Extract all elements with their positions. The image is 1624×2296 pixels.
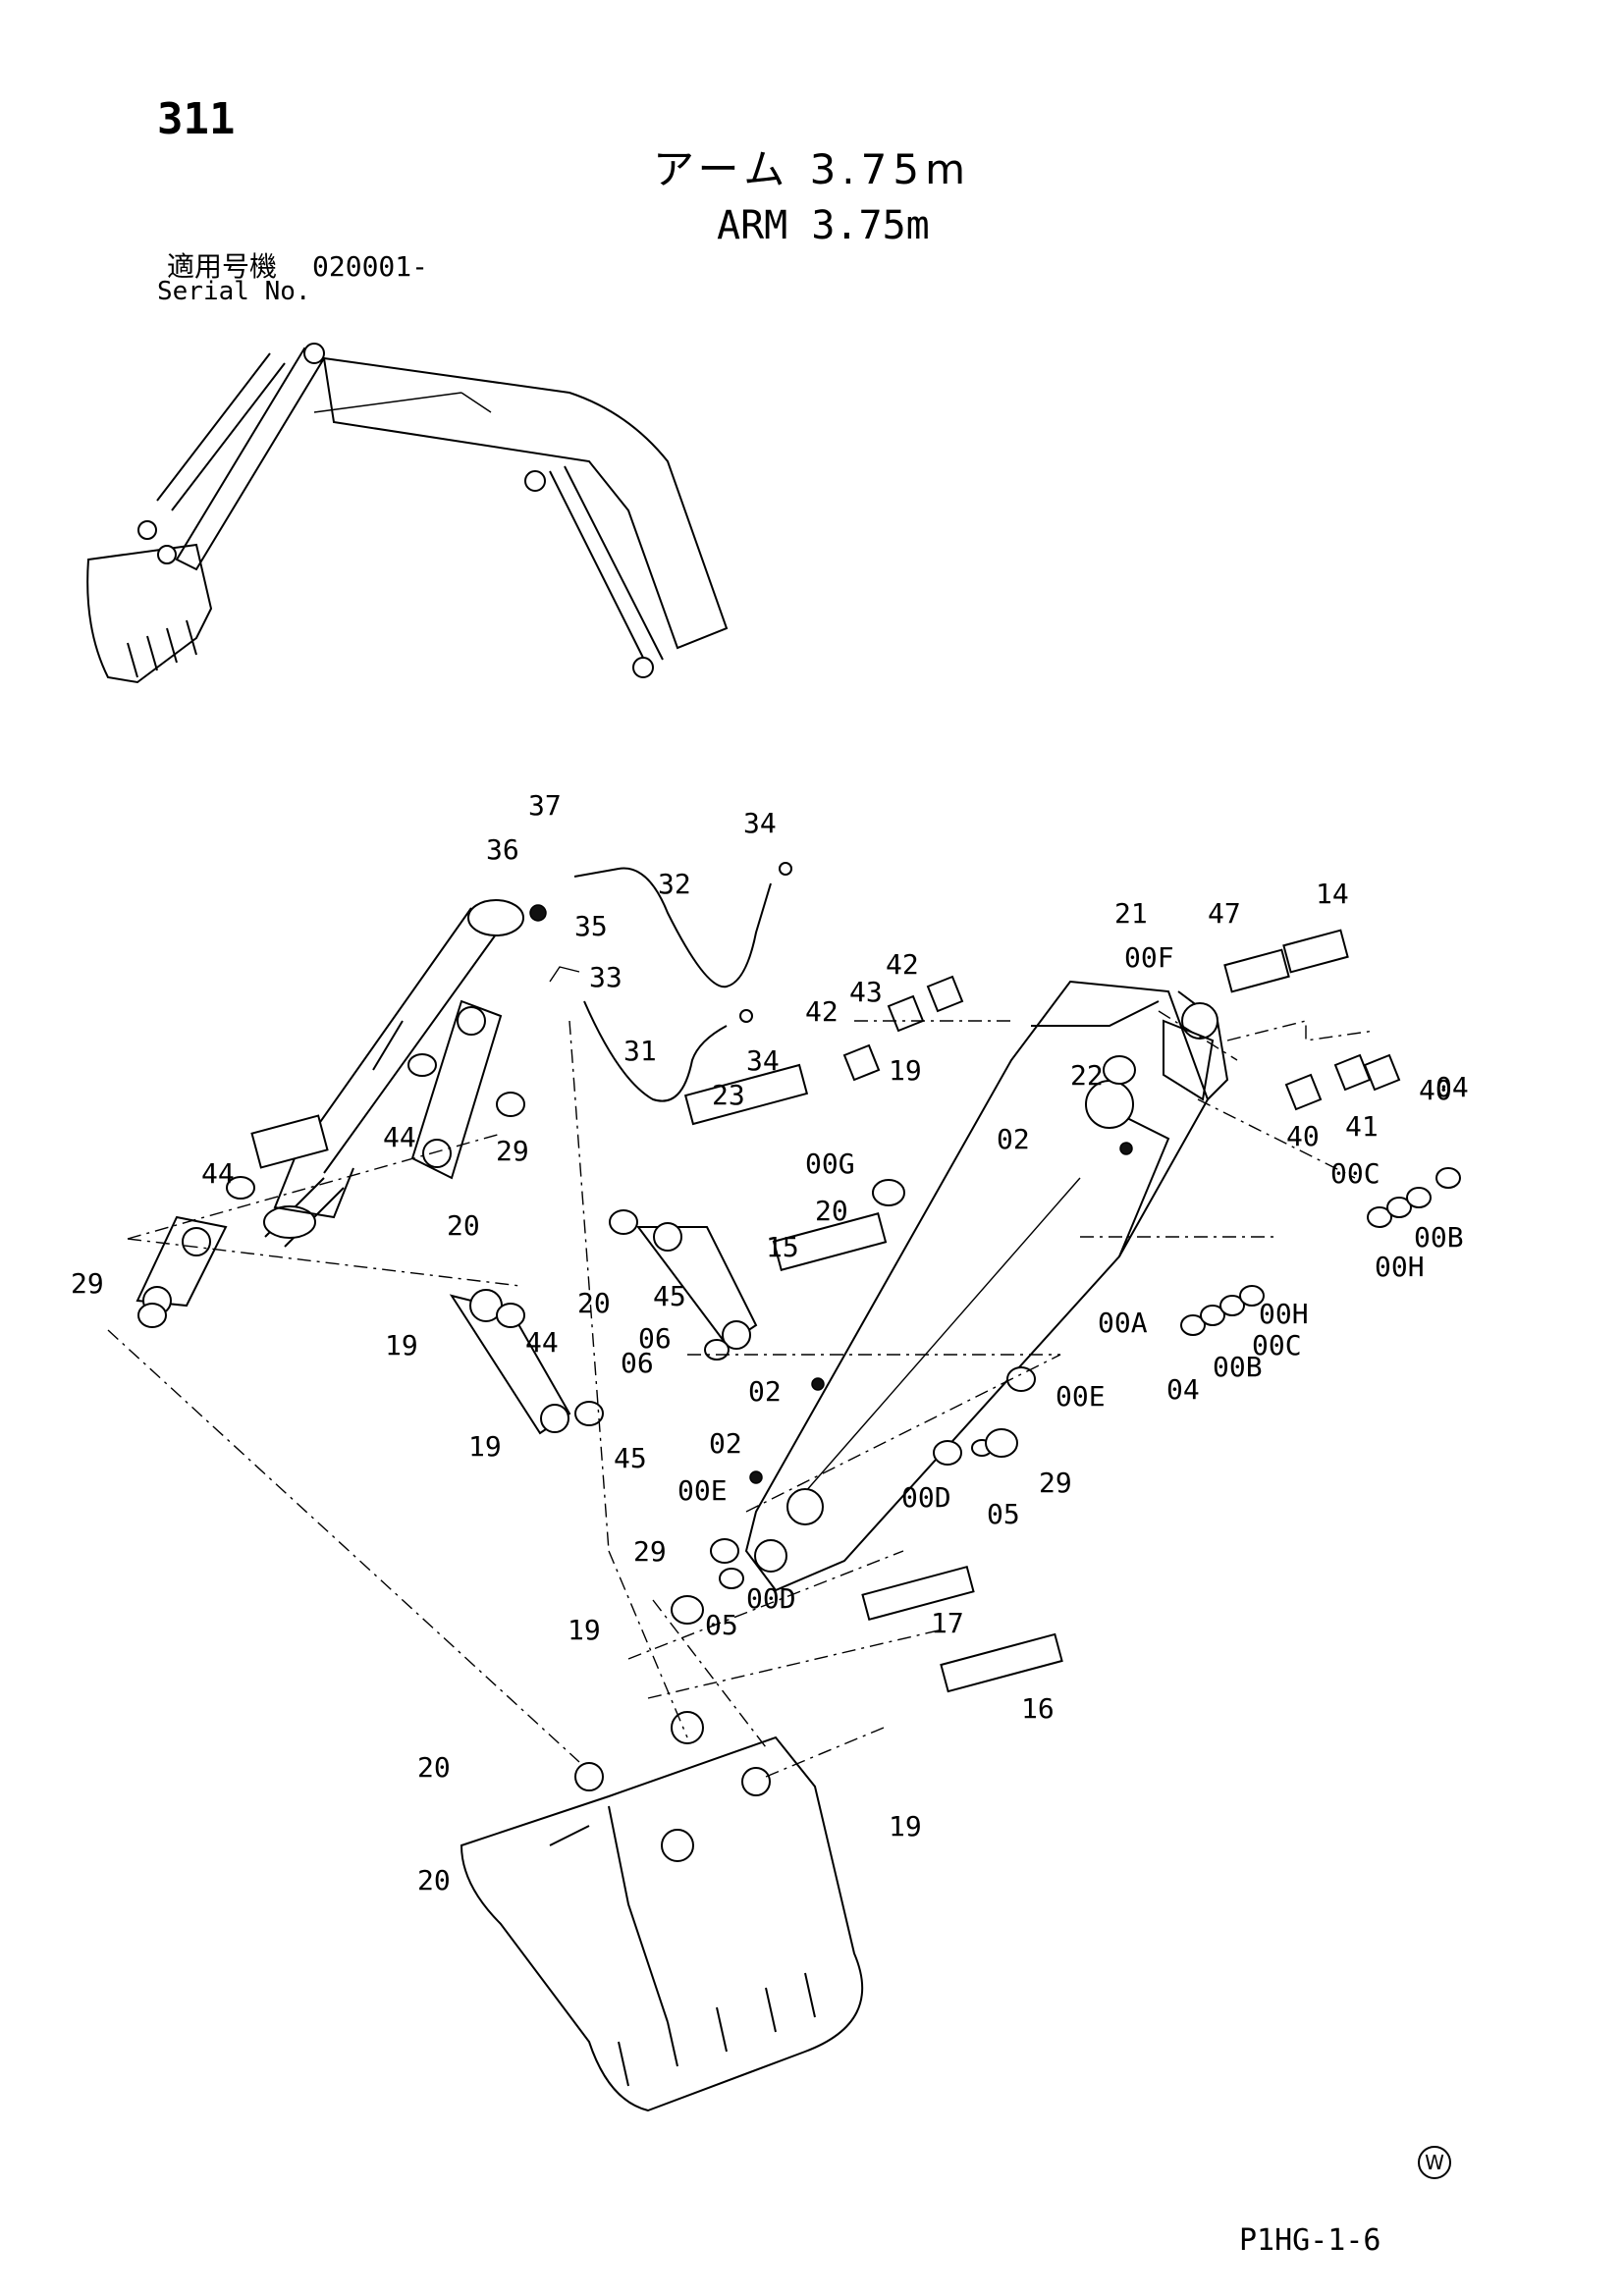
part-label: 42 [886,948,919,981]
links-and-pins [135,929,1349,1693]
part-label: 00B [1213,1351,1263,1383]
bucket [460,1711,864,2112]
serial-label-japanese: 適用号機 [167,250,278,283]
part-label: 20 [417,1751,451,1784]
part-label: 29 [71,1267,104,1300]
part-label: 45 [653,1280,686,1312]
part-label: 00D [746,1582,796,1615]
document-code: P1HG-1-6 [1239,2223,1381,2258]
plates [842,975,1401,1111]
part-label: 40 [1419,1074,1452,1106]
part-label-layer: 37 36 34 32 35 33 31 34 21 47 14 42 43 4… [71,789,1469,1896]
part-label: 17 [931,1607,964,1639]
part-label: 00F [1124,941,1174,974]
overview-front-attachment-sketch [86,343,729,684]
part-label: 21 [1114,897,1148,930]
part-label: 43 [849,976,883,1008]
page-title-english: ARM 3.75m [717,203,930,248]
part-label: 29 [1039,1467,1072,1499]
part-label: 29 [633,1535,667,1568]
part-label: 37 [528,789,562,822]
part-label: 34 [743,807,777,839]
part-label: 05 [705,1609,738,1641]
part-label: 35 [574,910,608,942]
part-label: 04 [1435,1071,1469,1103]
part-label: 06 [621,1347,654,1379]
page-title-japanese: アーム 3.75m [653,145,971,193]
part-label: 34 [746,1044,780,1077]
part-label: 19 [889,1054,922,1087]
part-label: 36 [486,833,519,866]
part-label: 31 [623,1035,657,1067]
bucket-cylinder [263,899,524,1248]
part-label: 00H [1375,1251,1425,1283]
part-label: 32 [658,868,691,900]
part-label: 29 [496,1135,529,1167]
page-number: 311 [157,94,236,144]
part-label: 19 [468,1430,502,1463]
part-label: 16 [1021,1692,1055,1725]
part-label: 44 [383,1121,416,1153]
part-label: 20 [447,1209,480,1242]
part-label: 44 [525,1326,559,1359]
part-label: 40 [1286,1120,1320,1152]
watermark-circle-symbol: W [1418,2146,1451,2179]
part-label: 33 [589,961,623,993]
part-label: 00D [901,1481,951,1514]
part-label: 23 [712,1079,745,1111]
part-label: 00C [1252,1329,1302,1362]
part-label: 19 [889,1810,922,1842]
part-label: 20 [417,1864,451,1896]
seals-and-washers [137,904,1461,1625]
part-label: 05 [987,1498,1020,1530]
part-label: 45 [614,1442,647,1474]
part-label: 06 [638,1322,672,1355]
part-label: 00E [1056,1380,1106,1413]
part-label: 41 [1345,1110,1379,1143]
serial-label-english: Serial No. [157,277,311,306]
part-label: 04 [1166,1373,1200,1406]
part-label: 44 [201,1157,235,1190]
part-label: 20 [815,1195,848,1227]
part-label: 00E [677,1474,728,1507]
part-label: 02 [997,1123,1030,1155]
alignment-lines [107,1010,1376,1778]
part-label: 00C [1330,1157,1380,1190]
part-label: 47 [1208,897,1241,930]
serial-number-value: 020001- [312,250,429,283]
part-label: 00H [1259,1298,1309,1330]
hydraulic-hoses [549,862,792,1102]
part-label: 02 [748,1375,782,1408]
part-label: 20 [577,1287,611,1319]
part-label: 19 [568,1614,601,1646]
part-label: 19 [385,1329,418,1362]
part-label: 22 [1070,1059,1104,1092]
part-label: 02 [709,1427,742,1460]
part-label: 00A [1098,1307,1148,1339]
part-label: 00G [805,1148,855,1180]
part-label: 15 [766,1231,799,1263]
part-label: 14 [1316,878,1349,910]
part-label: 00B [1414,1221,1464,1254]
arm-body [744,980,1229,1592]
part-label: 42 [805,995,839,1028]
